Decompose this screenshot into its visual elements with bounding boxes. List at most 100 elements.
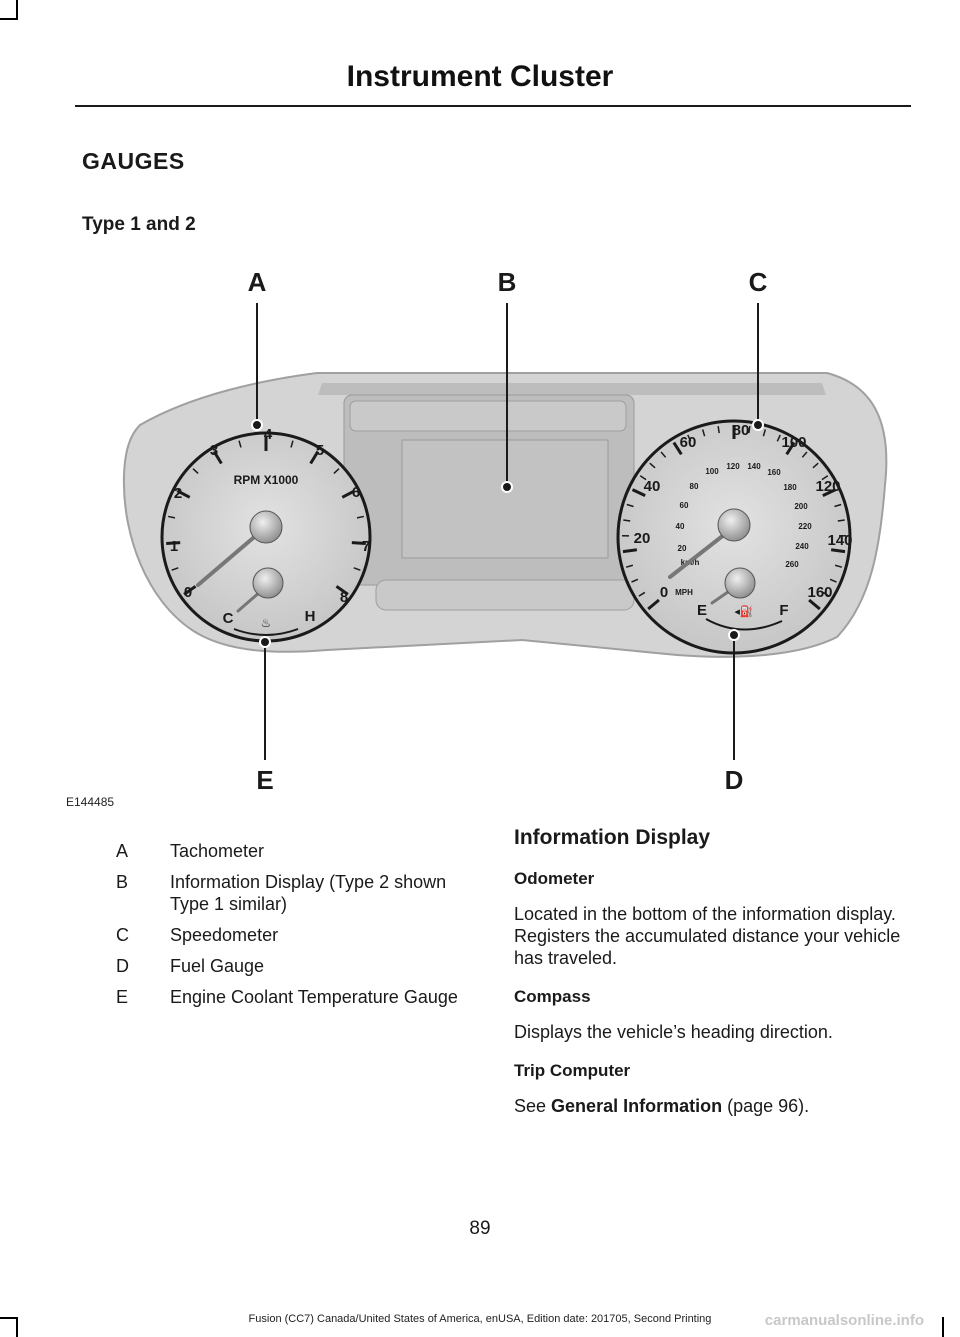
tach-major-tick: [341, 489, 356, 499]
speed-major-tick: [672, 441, 683, 456]
callout-label-d: D: [725, 765, 744, 795]
fuel-pump-icon: ◂⛽: [734, 605, 754, 618]
speed-major-tick: [631, 488, 646, 497]
speed-minor-tick: [717, 426, 720, 434]
tach-tick-0: 0: [184, 584, 192, 601]
callout-label-c: C: [749, 267, 768, 297]
general-information-link[interactable]: General Information: [551, 1096, 723, 1116]
legend-key: D: [116, 956, 129, 976]
mph-unit-label: MPH: [675, 588, 693, 597]
kmh-tick-80: 80: [690, 482, 699, 491]
kmh-tick-240: 240: [795, 542, 809, 551]
mph-tick-20: 20: [634, 530, 651, 547]
speed-minor-tick: [801, 451, 808, 458]
page-number: 89: [469, 1218, 491, 1239]
speed-minor-tick: [649, 462, 656, 469]
mph-tick-40: 40: [644, 478, 661, 495]
legend-key: B: [116, 872, 129, 892]
kmh-tick-220: 220: [798, 522, 812, 531]
tach-tick-5: 5: [316, 442, 324, 459]
kmh-tick-180: 180: [783, 483, 797, 492]
trip-computer-heading: Trip Computer: [514, 1061, 631, 1080]
mph-tick-60: 60: [680, 434, 697, 451]
speed-minor-tick: [701, 429, 706, 437]
speed-minor-tick: [812, 462, 819, 469]
mph-tick-80: 80: [733, 422, 750, 439]
lower-display: [375, 579, 635, 611]
speed-major-tick: [822, 488, 837, 497]
temp-hub: [252, 567, 284, 599]
legend-row: B Information Display (Type 2 shown Type…: [82, 871, 462, 915]
tach-major-tick: [166, 541, 181, 546]
speedometer: 0 20 40 60 80 100 120 140 160 E F 20 40 …: [616, 419, 853, 655]
callout-dot-d: [728, 629, 740, 641]
watermark: carmanualsonline.info: [764, 1312, 924, 1329]
temp-gauge-arc: [233, 628, 299, 636]
speed-minor-tick: [623, 519, 631, 522]
legend-row: C Speedometer: [82, 924, 462, 946]
crop-mark: [16, 1317, 18, 1337]
speed-minor-tick: [660, 451, 667, 458]
legend-key: E: [116, 987, 129, 1007]
kmh-tick-120: 120: [726, 462, 740, 471]
tach-major-tick: [335, 585, 349, 596]
speed-hub: [717, 508, 751, 542]
kmh-tick-140: 140: [747, 462, 761, 471]
tach-minor-tick: [167, 515, 176, 519]
callout-label-a: A: [248, 267, 267, 297]
tach-minor-tick: [238, 440, 242, 448]
legend-text: Fuel Gauge: [170, 956, 265, 976]
crop-mark: [0, 1317, 18, 1319]
fuel-full-label: F: [779, 602, 788, 619]
mph-tick-100: 100: [781, 434, 806, 451]
tach-tick-4: 4: [264, 426, 273, 443]
speed-major-tick: [647, 598, 660, 611]
upper-display: [349, 400, 627, 432]
figure-code: E144485: [66, 795, 115, 809]
tach-major-tick: [351, 541, 366, 546]
coolant-icon: ♨: [261, 616, 272, 630]
callout-label-b: B: [498, 267, 517, 297]
fuel-empty-label: E: [697, 602, 707, 619]
speed-minor-tick: [687, 434, 692, 442]
kmh-tick-60: 60: [680, 501, 689, 510]
legend-text: Engine Coolant Temperature Gauge: [170, 987, 458, 1007]
tach-minor-tick: [290, 440, 294, 448]
speed-minor-tick: [748, 426, 751, 434]
page-header-title: Instrument Cluster: [346, 60, 614, 93]
speed-major-tick: [830, 548, 846, 554]
page-footer: Fusion (CC7) Canada/United States of Ame…: [248, 1313, 712, 1325]
tach-minor-tick: [356, 515, 365, 519]
speed-minor-tick: [822, 591, 830, 597]
speed-minor-tick: [638, 591, 646, 597]
trip-page-ref: (page 96).: [727, 1096, 810, 1116]
speed-minor-tick: [834, 564, 843, 568]
legend-row: A Tachometer: [82, 840, 462, 862]
speed-major-tick: [785, 441, 796, 456]
trip-computer-text: See General Information (page 96).: [514, 1095, 914, 1117]
mph-tick-160: 160: [807, 584, 832, 601]
temp-hot-label: H: [305, 608, 316, 625]
odometer-heading: Odometer: [514, 869, 595, 888]
kmh-tick-40: 40: [676, 522, 685, 531]
tach-hub: [249, 510, 283, 544]
information-display-section: Information Display Odometer Located in …: [514, 826, 914, 1135]
kmh-tick-160: 160: [767, 468, 781, 477]
callout-legend: A Tachometer B Information Display (Type…: [82, 840, 462, 1017]
tach-tick-2: 2: [174, 485, 182, 502]
speed-minor-tick: [639, 475, 647, 481]
speed-minor-tick: [829, 578, 837, 583]
kmh-tick-200: 200: [794, 502, 808, 511]
mph-tick-0: 0: [660, 584, 668, 601]
legend-key: A: [116, 841, 129, 861]
callout-label-e: E: [256, 765, 273, 795]
compass-text: Displays the vehicle’s heading direction…: [514, 1022, 833, 1042]
legend-text: Tachometer: [170, 841, 265, 861]
tach-tick-8: 8: [340, 589, 348, 606]
speed-minor-tick: [821, 475, 829, 481]
callout-dot-a: [251, 419, 263, 431]
speed-major-tick: [808, 598, 821, 611]
kmh-tick-20: 20: [678, 544, 687, 553]
tach-minor-tick: [333, 468, 340, 474]
tach-tick-6: 6: [352, 484, 360, 501]
